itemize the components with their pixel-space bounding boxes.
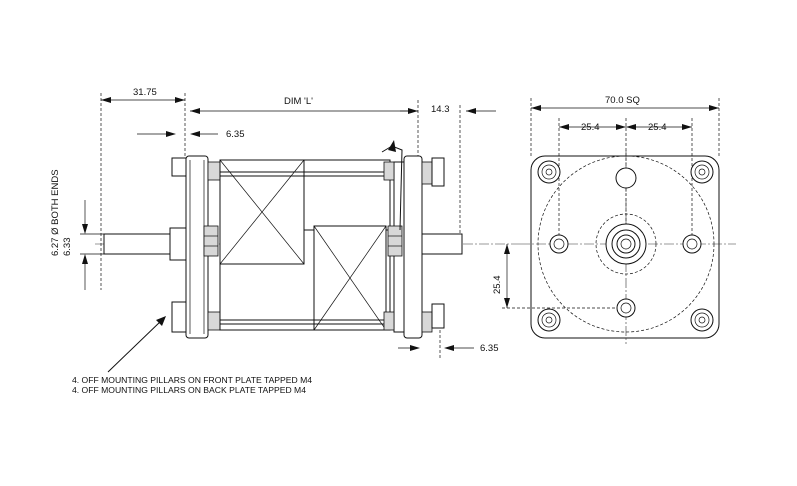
dim-shaft: 6.33 6.27 Ø BOTH ENDS [50,169,104,290]
front-nuts [203,161,221,331]
front-pillar-top [171,157,187,177]
dim-6-35-front-label: 6.35 [226,129,245,140]
rotor-block-left [219,159,305,265]
rear-pillar-top [431,157,445,187]
dim-6-35-rear-label: 6.35 [480,343,499,354]
dim-25-4-right-label: 25.4 [648,122,667,133]
top-hole [615,167,637,189]
dim-l: DIM 'L' [190,96,418,114]
front-shaft [103,233,175,255]
dim-70-sq: 70.0 SQ [531,95,719,111]
rear-pillar-bottom [431,303,445,329]
side-view: 31.75 DIM 'L' 14.3 6.35 [50,87,520,395]
front-pillar-bottom [171,301,187,333]
dim-31-75-label: 31.75 [133,87,157,98]
dim-shaft-label: 6.33 [62,238,73,257]
dim-14-3: 14.3 [400,104,496,115]
shaft-note: 6.27 Ø BOTH ENDS [50,169,61,256]
rotor-block-right [313,225,387,331]
dim-6-35-rear: 6.35 [398,343,499,354]
rear-plate [403,155,423,339]
dim-25-4-left-label: 25.4 [581,122,600,133]
rear-shaft [421,233,463,255]
pitch-holes [549,234,702,318]
dim-31-75: 31.75 [101,87,185,103]
dim-l-label: DIM 'L' [284,96,313,107]
dim-25-4-vertical-label: 25.4 [492,276,503,295]
corner-holes [537,160,714,332]
note-back-pillars: 4. OFF MOUNTING PILLARS ON BACK PLATE TA… [72,385,306,395]
front-boss [169,227,187,261]
note-front-pillars: 4. OFF MOUNTING PILLARS ON FRONT PLATE T… [72,375,312,385]
dim-14-3-label: 14.3 [431,104,450,115]
end-view: 70.0 SQ 25.4 25.4 25.4 [492,95,736,344]
dim-25-4-top: 25.4 25.4 [559,122,692,133]
dim-25-4-vertical: 25.4 [492,244,626,309]
dim-6-35-front: 6.35 [137,129,245,140]
dim-70-sq-label: 70.0 SQ [605,95,640,106]
